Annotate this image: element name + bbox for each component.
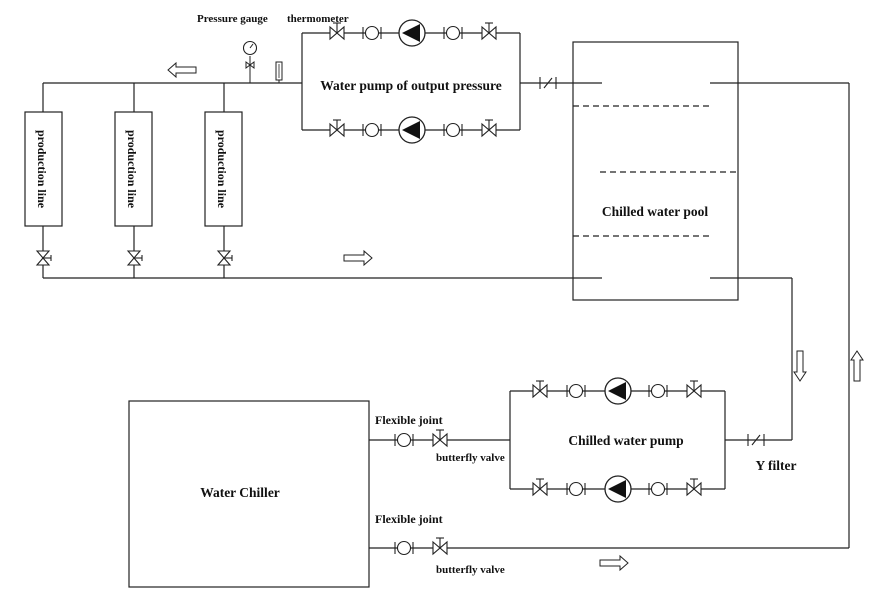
flexible-joint-label: Flexible joint (375, 512, 443, 526)
flexible-joint-label: Flexible joint (375, 413, 443, 427)
supply-header-pipe (42, 82, 302, 112)
gate-valve-icon (36, 250, 52, 266)
production-line-label: production line (35, 130, 49, 209)
pump-icon (604, 475, 632, 503)
chilled-pump-label: Chilled water pump (568, 433, 683, 448)
gate-valve-icon (481, 119, 497, 137)
butterfly-valve-label: butterfly valve (436, 452, 505, 464)
gate-valve-icon (686, 478, 702, 496)
gate-valve-icon (329, 22, 345, 40)
production-line-3: production line (204, 111, 243, 227)
flow-arrow-right (599, 555, 629, 571)
production-line-label: production line (125, 130, 139, 209)
butterfly-valve-icon (432, 537, 448, 555)
pump-icon (604, 377, 632, 405)
production-line-2: production line (114, 111, 153, 227)
production-line-label: production line (215, 130, 229, 209)
flexible-joint-icon (443, 122, 463, 138)
chiller-label: Water Chiller (200, 485, 280, 500)
pool-label: Chilled water pool (602, 204, 709, 219)
gate-valve-icon (481, 22, 497, 40)
pressure-gauge-icon (242, 40, 258, 83)
thermometer-label: thermometer (287, 13, 349, 25)
flexible-joint-icon (394, 540, 414, 556)
flexible-joint-icon (566, 383, 586, 399)
flow-arrow-up (850, 350, 864, 382)
flow-arrow-left (167, 62, 197, 78)
gate-valve-icon (127, 250, 143, 266)
flexible-joint-icon (443, 25, 463, 41)
pool-outlet-pipes (738, 82, 850, 548)
pump-icon (398, 116, 426, 144)
flexible-joint-icon (394, 432, 414, 448)
thermometer-icon (275, 61, 283, 83)
butterfly-valve-label: butterfly valve (436, 564, 505, 576)
flexible-joint-icon (566, 481, 586, 497)
chilled-water-pool (572, 41, 739, 301)
flow-arrow-right (343, 250, 373, 266)
gate-valve-icon (217, 250, 233, 266)
flexible-joint-icon (648, 383, 668, 399)
production-line-1: production line (24, 111, 63, 227)
pressure-gauge-label: Pressure gauge (197, 13, 268, 25)
water-chiller (128, 400, 370, 588)
output-pump-label: Water pump of output pressure (320, 78, 502, 93)
gate-valve-icon (532, 478, 548, 496)
flexible-joint-icon (362, 25, 382, 41)
gate-valve-icon (686, 380, 702, 398)
flexible-joint-icon (648, 481, 668, 497)
return-header-pipe (42, 226, 602, 279)
flow-arrow-down (793, 350, 807, 382)
gate-valve-icon (532, 380, 548, 398)
y-filter-label: Y filter (755, 458, 796, 473)
pump-icon (398, 19, 426, 47)
gate-valve-icon (329, 119, 345, 137)
flexible-joint-icon (362, 122, 382, 138)
butterfly-valve-icon (432, 429, 448, 447)
